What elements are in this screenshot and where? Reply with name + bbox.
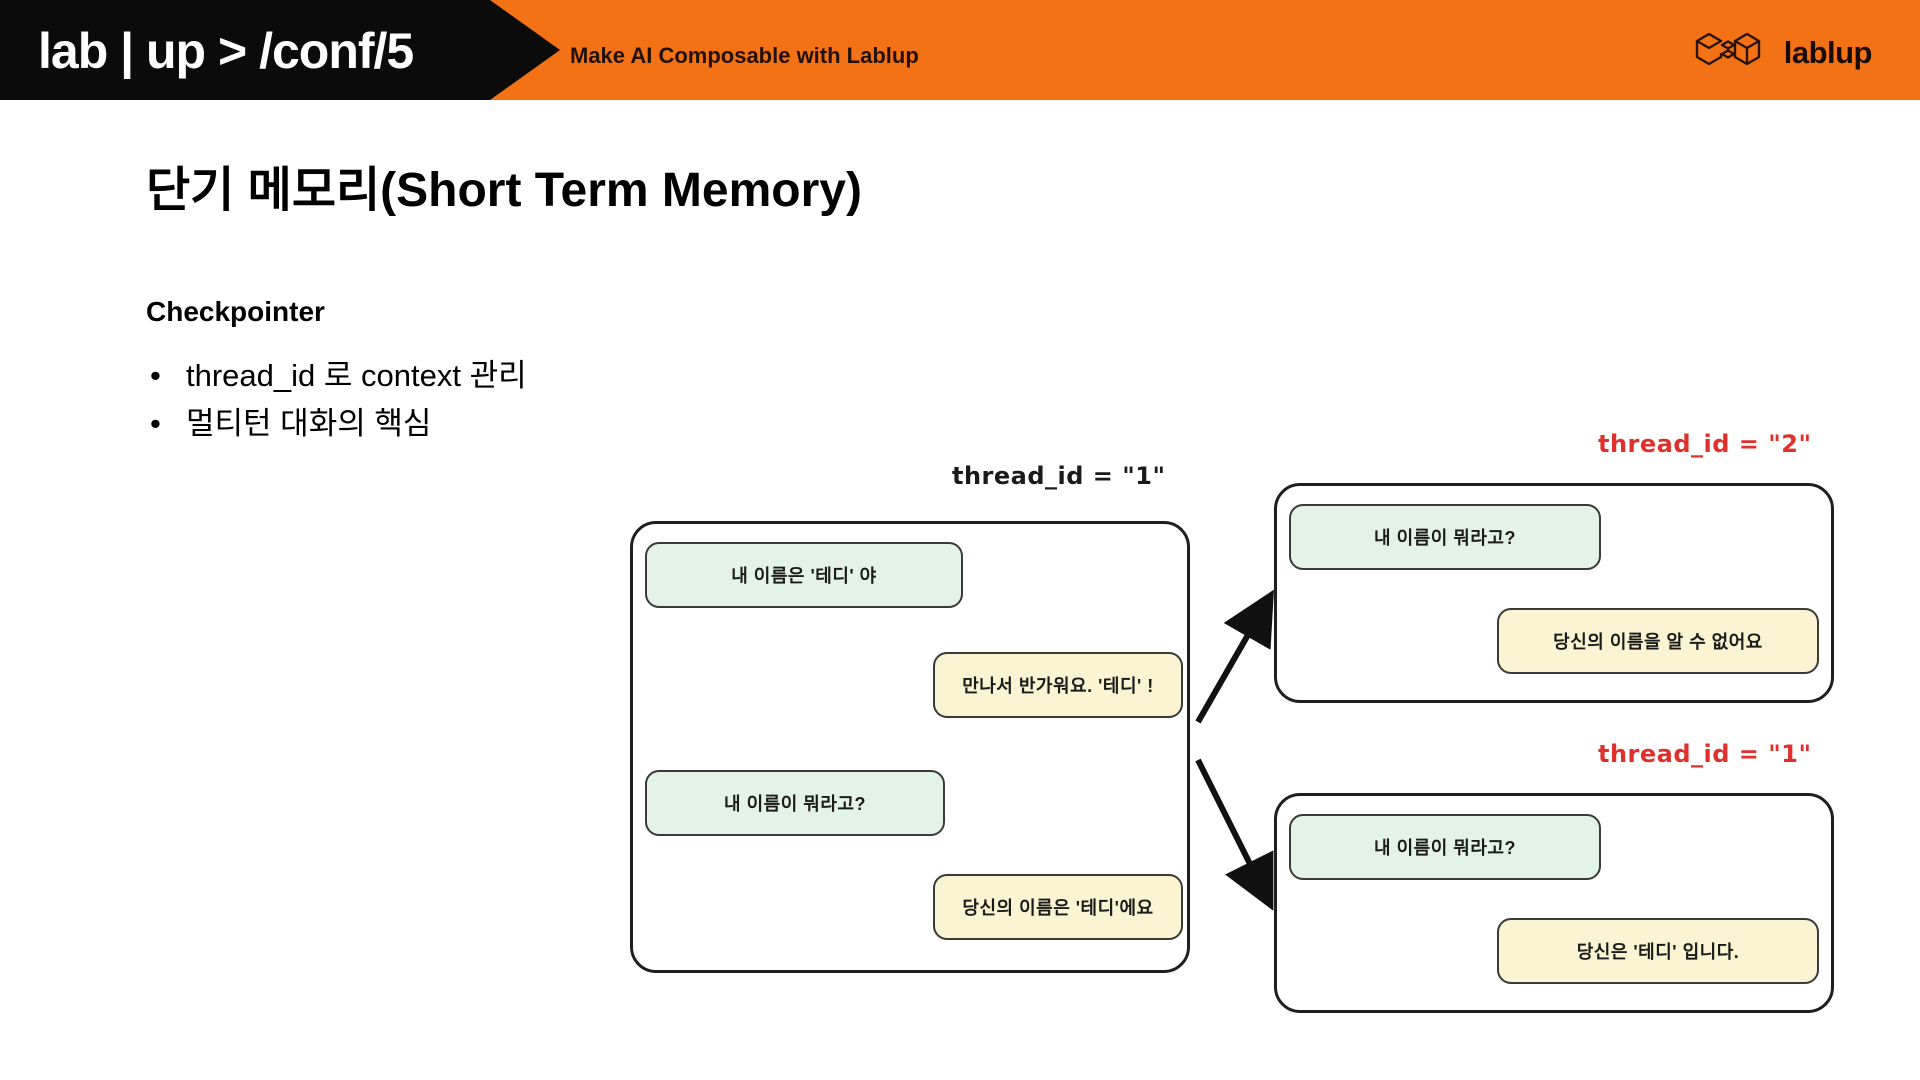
bullet-glyph: • bbox=[150, 406, 161, 442]
conf-logo-text: lab | up > /conf/5 bbox=[38, 23, 414, 79]
list-item-label: thread_id 로 context 관리 bbox=[186, 358, 527, 393]
label-right-bottom-thread-id: thread_id = "1" bbox=[1598, 740, 1812, 768]
chat-bubble-bot: 당신은 '테디' 입니다. bbox=[1497, 918, 1819, 984]
lablup-brand: lablup bbox=[1694, 32, 1873, 72]
chat-bubble-bot: 당신의 이름은 '테디'에요 bbox=[933, 874, 1183, 940]
thread-box-main: 내 이름은 '테디' 야 만나서 반가워요. '테디' ! 내 이름이 뭐라고?… bbox=[630, 521, 1190, 973]
header-tagline: Make AI Composable with Lablup bbox=[570, 43, 919, 68]
arrow-to-thread-2 bbox=[1195, 589, 1274, 724]
list-item: • 멀티턴 대화의 핵심 bbox=[146, 400, 527, 448]
thread-box-right-top: 내 이름이 뭐라고? 당신의 이름을 알 수 없어요 bbox=[1274, 483, 1834, 703]
chat-bubble-user: 내 이름이 뭐라고? bbox=[1289, 814, 1601, 880]
thread-box-right-bottom: 내 이름이 뭐라고? 당신은 '테디' 입니다. bbox=[1274, 793, 1834, 1013]
bullet-list: • thread_id 로 context 관리 • 멀티턴 대화의 핵심 bbox=[146, 352, 527, 448]
header-black-chevron bbox=[0, 0, 560, 100]
arrow-to-thread-1 bbox=[1195, 758, 1274, 911]
lablup-hexagon-logo-icon bbox=[1694, 32, 1772, 72]
label-main-thread-id: thread_id = "1" bbox=[952, 462, 1166, 490]
list-item: • thread_id 로 context 관리 bbox=[146, 352, 527, 400]
list-item-label: 멀티턴 대화의 핵심 bbox=[186, 406, 432, 442]
chat-bubble-user: 내 이름이 뭐라고? bbox=[1289, 504, 1601, 570]
slide-header-bar: lab | up > /conf/5 Make AI Composable wi… bbox=[0, 0, 1920, 100]
bullet-glyph: • bbox=[150, 358, 161, 393]
chat-bubble-bot: 만나서 반가워요. '테디' ! bbox=[933, 652, 1183, 718]
chat-bubble-bot: 당신의 이름을 알 수 없어요 bbox=[1497, 608, 1819, 674]
label-right-top-thread-id: thread_id = "2" bbox=[1598, 430, 1812, 458]
chat-bubble-user: 내 이름은 '테디' 야 bbox=[645, 542, 963, 608]
section-heading-checkpointer: Checkpointer bbox=[146, 296, 325, 327]
chat-bubble-user: 내 이름이 뭐라고? bbox=[645, 770, 945, 836]
page-title: 단기 메모리(Short Term Memory) bbox=[146, 164, 862, 217]
lablup-brand-name: lablup bbox=[1783, 34, 1873, 70]
